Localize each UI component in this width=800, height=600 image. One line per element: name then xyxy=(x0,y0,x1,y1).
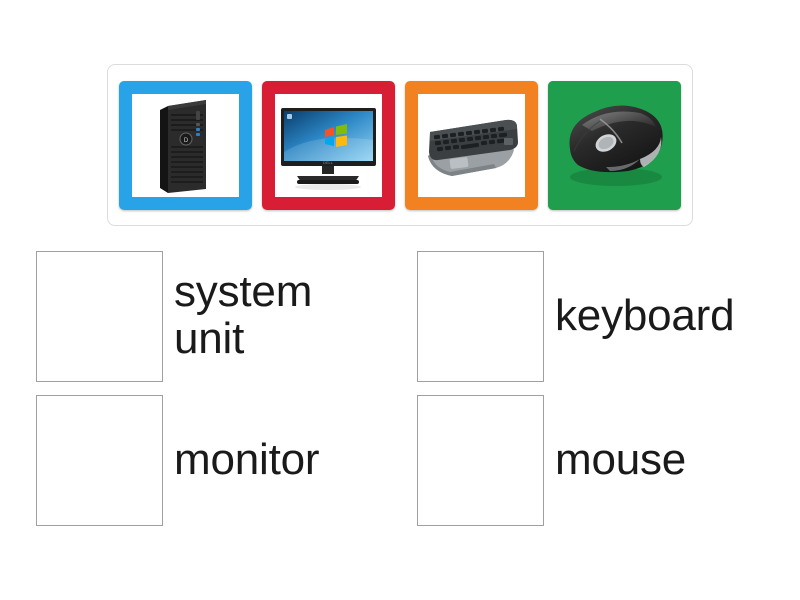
mouse-image xyxy=(548,80,681,210)
svg-text:D: D xyxy=(184,138,189,144)
tile-photo-keyboard xyxy=(418,93,525,197)
answer-pair-mouse: mouse xyxy=(400,388,764,532)
answer-label-mouse: mouse xyxy=(555,434,687,484)
draggable-tile-tray: D xyxy=(107,64,693,226)
tile-monitor[interactable]: DELL xyxy=(262,80,395,210)
drop-box-mouse[interactable] xyxy=(417,394,544,526)
tile-system-unit[interactable]: D xyxy=(119,80,252,210)
tile-photo-mouse xyxy=(548,80,681,210)
desktop-tower-image: D xyxy=(132,93,239,197)
drop-box-keyboard[interactable] xyxy=(417,250,544,382)
keyboard-image xyxy=(418,93,525,197)
tile-keyboard[interactable] xyxy=(405,80,538,210)
drop-box-system-unit[interactable] xyxy=(36,250,163,382)
answer-pair-system-unit: system unit xyxy=(36,244,400,388)
answer-row: system unit keyboard xyxy=(36,244,764,388)
answer-row: monitor mouse xyxy=(36,388,764,532)
answer-pair-keyboard: keyboard xyxy=(400,244,764,388)
answer-label-monitor: monitor xyxy=(174,434,320,484)
tile-mouse[interactable] xyxy=(548,80,681,210)
answer-label-system-unit: system unit xyxy=(174,267,313,363)
monitor-image: DELL xyxy=(275,93,382,197)
answer-grid: system unit keyboard monitor mouse xyxy=(36,244,764,532)
answer-pair-monitor: monitor xyxy=(36,388,400,532)
tile-photo-system-unit: D xyxy=(132,93,239,197)
svg-text:DELL: DELL xyxy=(323,160,334,165)
drop-box-monitor[interactable] xyxy=(36,394,163,526)
answer-label-keyboard: keyboard xyxy=(555,290,735,340)
tile-photo-monitor: DELL xyxy=(275,93,382,197)
